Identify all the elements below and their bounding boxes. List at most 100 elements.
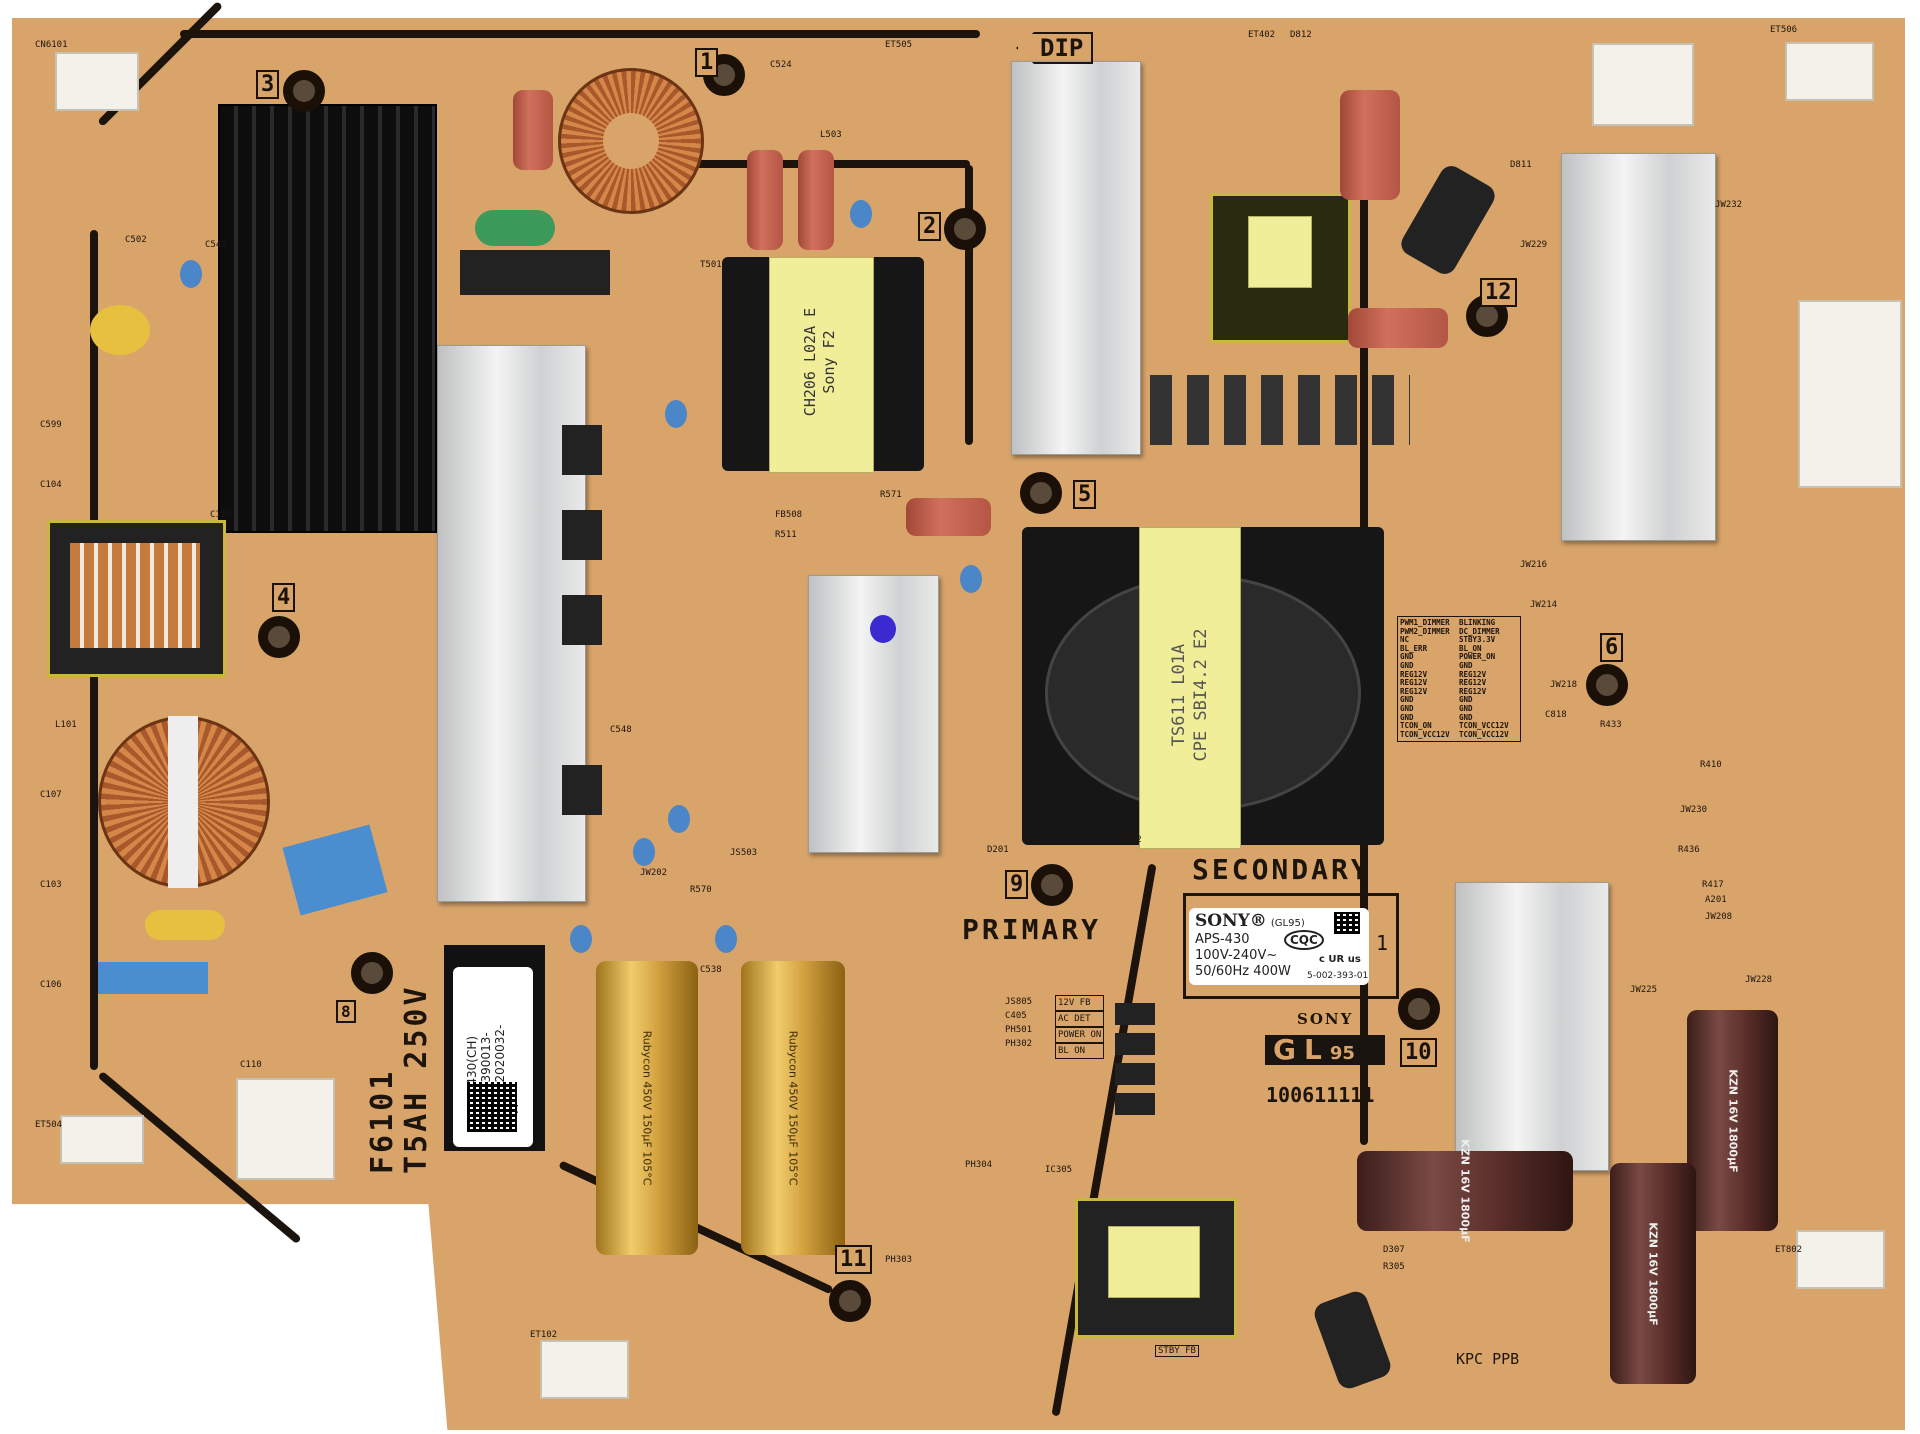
input-voltage: 100V-240V~ xyxy=(1195,948,1278,963)
pinout-row: REG12V REG12V xyxy=(1400,669,1518,680)
ref-designator: FB508 xyxy=(775,510,803,520)
marker-8: 8 xyxy=(336,1000,356,1023)
pinout-cell: GND xyxy=(1400,652,1414,662)
pcb-trace xyxy=(965,165,973,445)
capacitor-marking: KZN 16V 1800µF xyxy=(1646,1221,1660,1326)
ph-label: POWER ON xyxy=(1055,1027,1105,1043)
pinout-cell: GND xyxy=(1400,695,1414,705)
marker-12: 12 xyxy=(1480,278,1517,307)
terminal-et402 xyxy=(1796,1230,1885,1289)
pinout-cell: PWM2_DIMMER xyxy=(1400,626,1450,636)
ref-designator: C405 xyxy=(1005,1011,1027,1021)
capacitor-marking: Rubycon 450V 150µF 105°C xyxy=(786,1030,800,1186)
standby-transformer xyxy=(1210,193,1351,343)
ref-designator: C548 xyxy=(610,725,632,735)
output-capacitor: KZN 16V 1800µF xyxy=(1687,1010,1778,1231)
board-code-suffix: 95 xyxy=(1329,1043,1355,1064)
ref-designator: L101 xyxy=(55,720,77,730)
power-rating: 50/60Hz 400W xyxy=(1195,964,1291,979)
ref-designator: PH304 xyxy=(965,1160,993,1170)
ref-designator: T501 xyxy=(700,260,722,270)
ref-designator: IC305 xyxy=(1045,1165,1073,1175)
board-number: 100611111 xyxy=(1266,1083,1375,1107)
terminal-et506 xyxy=(540,1340,629,1399)
pinout-cell: REG12V xyxy=(1400,678,1428,688)
marker-4: 4 xyxy=(272,583,296,612)
mounting-hole xyxy=(1586,664,1628,706)
pinout-cell: REG12V xyxy=(1400,669,1428,679)
silk-sony: SONY xyxy=(1297,1010,1354,1028)
mounting-hole xyxy=(258,616,300,658)
bulk-capacitor: Rubycon 450V 150µF 105°C xyxy=(596,961,698,1255)
ac-input-connector-cn6101[interactable] xyxy=(236,1078,335,1180)
pinout-cell: NC xyxy=(1400,635,1410,645)
marker-10: 10 xyxy=(1400,1038,1437,1067)
ceramic-capacitor xyxy=(665,400,687,428)
ref-designator: D307 xyxy=(1383,1245,1405,1255)
capacitor-marking: Rubycon 450V 150µF 105°C xyxy=(640,1030,654,1186)
marker-3: 3 xyxy=(256,70,280,99)
ref-designator: R511 xyxy=(775,530,797,540)
marker-1: 1 xyxy=(695,48,719,77)
mounting-hole xyxy=(351,952,393,994)
fuse-marking: F6101 T5AH 250V xyxy=(365,974,434,1174)
film-capacitor xyxy=(1340,90,1400,200)
terminal-et505 xyxy=(55,52,139,111)
ref-designator: PH302 xyxy=(1005,1039,1033,1049)
ph-label: BL ON xyxy=(1055,1043,1105,1059)
pinout-cell: BL_ERR xyxy=(1400,643,1428,653)
y-capacitor xyxy=(145,910,225,940)
mounting-hole xyxy=(1020,472,1062,514)
toroid-inductor-l101 xyxy=(98,716,270,888)
pinout-cell: GND xyxy=(1459,712,1473,722)
marker-6: 6 xyxy=(1600,633,1624,662)
y-capacitor xyxy=(90,305,150,355)
ref-designator: C108 xyxy=(210,510,232,520)
pinout-cell: REG12V xyxy=(1459,669,1487,679)
ref-designator: JW229 xyxy=(1520,240,1548,250)
ceramic-capacitor xyxy=(715,925,737,953)
output-heatsink xyxy=(1455,882,1609,1171)
marker-9: 9 xyxy=(1005,870,1029,899)
ph-label: 12V FB xyxy=(1055,995,1105,1011)
connector-cn801[interactable] xyxy=(1592,43,1694,126)
mounting-hole xyxy=(1398,988,1440,1030)
paint-dot xyxy=(870,615,896,643)
dip-label: DIP xyxy=(1016,32,1094,64)
ceramic-capacitor xyxy=(570,925,592,953)
primary-label: PRIMARY xyxy=(962,913,1102,946)
ref-designator: ET802 xyxy=(1775,1245,1803,1255)
pinout-cell: STBY3.3V xyxy=(1459,635,1496,645)
label-qr xyxy=(1334,912,1360,934)
center-heatsink xyxy=(808,575,939,853)
board-code: GL95 xyxy=(1265,1035,1385,1065)
output-connector[interactable] xyxy=(1798,300,1902,488)
ref-designator: ET402 xyxy=(1248,30,1276,40)
ref-designator: R570 xyxy=(690,885,712,895)
ref-designator: R417 xyxy=(1702,880,1724,890)
toroid-inductor xyxy=(558,68,704,214)
marker-2: 2 xyxy=(918,212,942,241)
ref-designator: C110 xyxy=(240,1060,262,1070)
transformer-code-2: CPE SBI4.2 E2 xyxy=(1191,628,1211,762)
ph-label: AC DET xyxy=(1055,1011,1105,1027)
ph-label-stby: STBY FB xyxy=(1155,1345,1199,1357)
rectifier-heatsink xyxy=(1011,61,1141,455)
pinout-cell: DC_DIMMER xyxy=(1459,626,1500,636)
ref-designator: JW202 xyxy=(640,868,668,878)
ref-designator: D811 xyxy=(1510,160,1532,170)
cqc-mark: CQC xyxy=(1284,930,1324,950)
pinout-cell: REG12V xyxy=(1459,686,1487,696)
ref-designator: C107 xyxy=(40,790,62,800)
ceramic-capacitor xyxy=(960,565,982,593)
pinout-cell: PWM1_DIMMER xyxy=(1400,618,1450,627)
transformer-code: TS611 L01A xyxy=(1169,643,1189,747)
ref-designator: ET506 xyxy=(1770,25,1798,35)
ref-designator: C538 xyxy=(700,965,722,975)
pinout-cell: GND xyxy=(1400,712,1414,722)
